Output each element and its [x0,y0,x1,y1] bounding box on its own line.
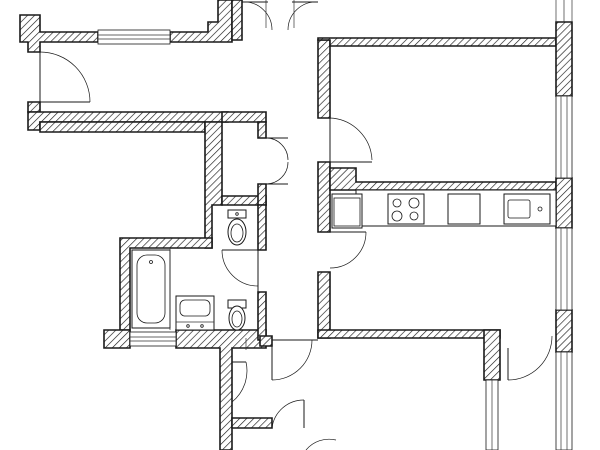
door-top-double [241,0,319,31]
wall-corridor-right-top [317,39,331,119]
wall-wc-right [257,204,267,251]
toilet-wc-icon [227,209,247,246]
walls [19,0,573,450]
wall-bottom-stub-2 [259,335,273,347]
wall-bottom-stub [231,417,273,429]
doors [39,0,553,450]
wall-wc-right-low [257,291,267,341]
window-right-mid [555,227,573,311]
wall-right-mid [555,177,573,229]
window-right-upper [555,95,573,179]
wall-top-mid [169,0,233,43]
door-bottom-double [271,399,337,450]
window-bedroom-bottom [485,379,499,450]
door-left-room [39,51,91,103]
wall-corridor-right-mid [317,161,331,233]
stove-icon [387,193,425,225]
wall-bedroom-bottom-right [483,329,501,381]
door-bedroom-right [507,335,553,381]
door-wc [221,249,259,292]
wall-top-right [317,37,557,47]
fixtures [131,189,557,331]
wall-block-vertical [204,121,223,249]
window-top-left [97,29,171,45]
door-closet [265,137,289,185]
fridge-icon [331,193,363,229]
worktop-icon [447,193,481,225]
door-bottom-left [231,361,248,403]
outline-lines [169,248,247,350]
wall-closet-top [221,111,267,123]
toilet-bathroom-icon [227,299,247,331]
wall-closet-right-low [257,183,267,206]
bathtub-icon [131,249,171,329]
wall-right-upper [555,21,573,97]
column-top [231,0,243,41]
door-bedroom-bottom [271,339,318,381]
wall-top-left [19,14,99,53]
wall-bedroom-bottom-top [317,329,501,339]
wall-bath-bottom [175,329,267,450]
wall-closet-right [257,121,267,139]
wall-left-stub [27,101,41,113]
door-kitchen [329,117,373,163]
kitchen-sink-icon [503,193,551,225]
wall-corridor-right-low [317,271,331,339]
wall-bath-bottom-left [103,329,131,349]
washbasin-icon [175,295,215,331]
door-kitchen-lower [329,231,367,269]
windows [97,0,573,450]
window-bathroom [129,331,177,347]
window-top-right-vertical [555,0,573,22]
wall-kitchen-top [329,167,557,191]
wall-right-low [555,309,573,353]
window-right-low [555,351,573,450]
wall-mid-left-return [39,121,206,133]
